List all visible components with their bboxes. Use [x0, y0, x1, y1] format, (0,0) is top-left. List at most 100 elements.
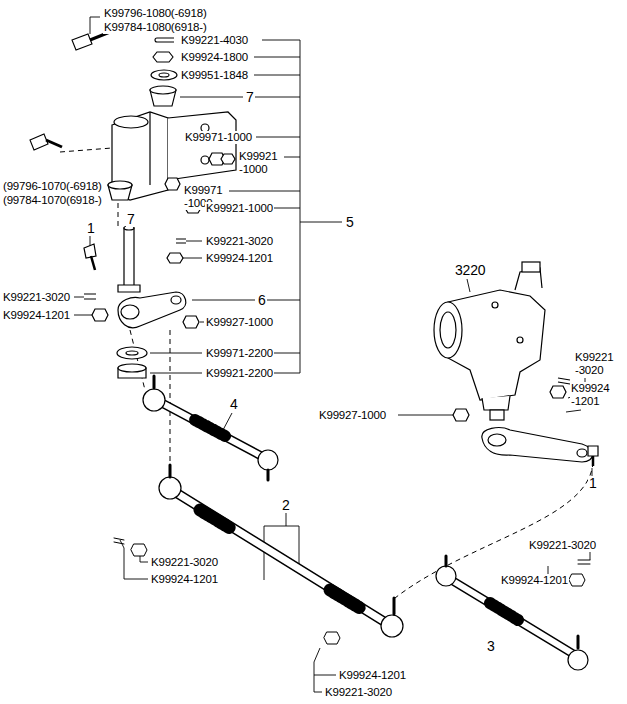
part-number: K99796-1080(-6918)	[103, 7, 208, 20]
assembly-number: 3220	[454, 263, 486, 278]
leader-line	[286, 513, 287, 526]
hardware-part	[153, 52, 173, 62]
part-number: K99924 -1201	[570, 382, 616, 408]
part-number: K99971-1000	[184, 131, 253, 144]
center-link	[324, 632, 340, 644]
part-number: K99221-4030	[180, 34, 249, 47]
part-number: K99971-2200	[205, 347, 274, 360]
leader-line	[256, 137, 300, 138]
center-link	[393, 598, 396, 614]
part-number: K99924-1201	[500, 574, 569, 587]
tie-rod	[448, 578, 575, 655]
part-number: K99221-3020	[528, 539, 597, 552]
tie-rod	[267, 470, 270, 480]
leader-line	[140, 562, 148, 563]
part-number: K99951-1848	[180, 69, 249, 82]
leader-line	[273, 208, 300, 209]
leader-line	[398, 415, 455, 416]
idler-arm	[92, 309, 108, 321]
part-number: K99924-1201	[150, 573, 219, 586]
hardware-part	[72, 34, 92, 50]
steering-gear-box	[550, 386, 566, 398]
idler-arm	[84, 294, 96, 299]
tie-rod	[436, 566, 456, 586]
steering-gear-box	[488, 434, 506, 446]
leader-line	[262, 40, 300, 41]
idler-arm	[84, 226, 199, 378]
part-number: (99784-1070(6918-)	[2, 194, 103, 207]
steering-gear-box	[588, 446, 598, 456]
leader-line	[274, 373, 300, 374]
tie-rod	[195, 420, 225, 436]
steering-gear-box	[453, 409, 469, 421]
leader-line	[150, 353, 202, 354]
tie-rod	[160, 402, 265, 458]
center-link	[114, 538, 124, 544]
idler-arm	[91, 256, 95, 270]
tie-rod	[258, 450, 278, 470]
hardware-part	[150, 86, 176, 94]
leader-line	[274, 353, 300, 354]
part-number: K99927-1000	[318, 409, 387, 422]
leader-line	[180, 97, 243, 98]
assembly-line	[60, 148, 112, 152]
leader-line	[186, 241, 202, 242]
steering-gear-box	[577, 449, 587, 457]
idler-arm	[118, 285, 140, 292]
leader-line	[300, 40, 301, 373]
idler-bracket	[149, 112, 150, 185]
idler-bracket	[201, 156, 209, 164]
part-number: K99924-1201	[2, 309, 71, 322]
part-number: K99924-1201	[338, 669, 407, 682]
tie-rod	[445, 556, 448, 566]
callout-number: 4	[229, 397, 239, 412]
leader-line	[90, 17, 100, 34]
leader-line	[254, 75, 300, 76]
part-number: K99927-1000	[205, 316, 274, 329]
steering-gear-box	[482, 428, 593, 462]
assembly-line	[60, 148, 593, 598]
callout-number: 1	[588, 476, 598, 491]
idler-arm	[183, 316, 199, 328]
callout-number: 7	[245, 90, 255, 105]
leader-line	[314, 648, 322, 692]
idler-arm	[167, 253, 183, 263]
leader-line	[223, 413, 232, 430]
tie-rod	[143, 376, 278, 480]
idler-arm	[176, 239, 186, 243]
part-number: K99921-1000	[205, 202, 274, 215]
idler-arm	[124, 228, 134, 288]
idler-bracket	[221, 154, 235, 164]
idler-arm	[124, 226, 134, 230]
idler-arm	[117, 347, 147, 359]
center-link	[169, 465, 172, 477]
part-number: K99221-3020	[150, 556, 219, 569]
leader-line	[300, 222, 342, 223]
steering-gear-box	[482, 396, 510, 410]
callout-number: 5	[345, 215, 355, 230]
part-number: K99221-3020	[2, 291, 71, 304]
steering-gear-box	[517, 337, 523, 343]
callout-number: 2	[281, 498, 291, 513]
steering-gear-box	[492, 302, 498, 308]
tie-rod	[577, 636, 580, 648]
idler-arm	[84, 244, 96, 258]
center-link	[131, 544, 147, 556]
part-number: K99921 -1000	[238, 150, 284, 176]
center-link	[381, 615, 403, 637]
part-number: K99221-3020	[324, 686, 393, 699]
steering-gear-box	[522, 262, 540, 272]
hardware-part	[30, 134, 48, 150]
tie-rod	[568, 650, 588, 670]
idler-arm	[118, 364, 146, 372]
leader-line	[254, 57, 300, 58]
assembly-line	[118, 203, 119, 230]
hardware-part	[155, 38, 174, 42]
leader-line	[267, 300, 300, 301]
steering-gear-box	[490, 410, 504, 420]
idler-arm	[171, 296, 181, 304]
steering-gear-box	[434, 302, 462, 358]
center-link	[159, 477, 181, 499]
